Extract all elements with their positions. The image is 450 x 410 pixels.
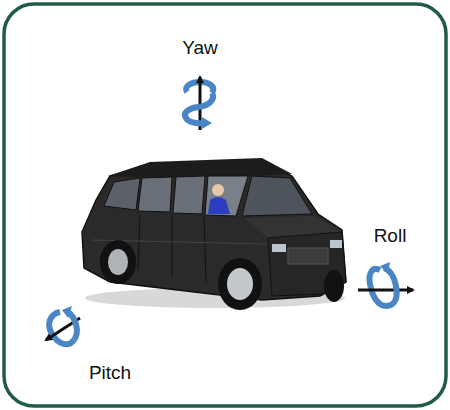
roll-rotation-arrow — [358, 262, 413, 306]
pitch-rotation-arrow — [46, 306, 80, 344]
axis-label: Roll — [374, 226, 407, 245]
axis-label: Yaw — [182, 38, 218, 57]
axis-label: Pitch — [89, 363, 131, 382]
yaw-rotation-arrow — [185, 77, 213, 130]
frame-border — [4, 4, 446, 406]
suv-car — [82, 158, 346, 310]
